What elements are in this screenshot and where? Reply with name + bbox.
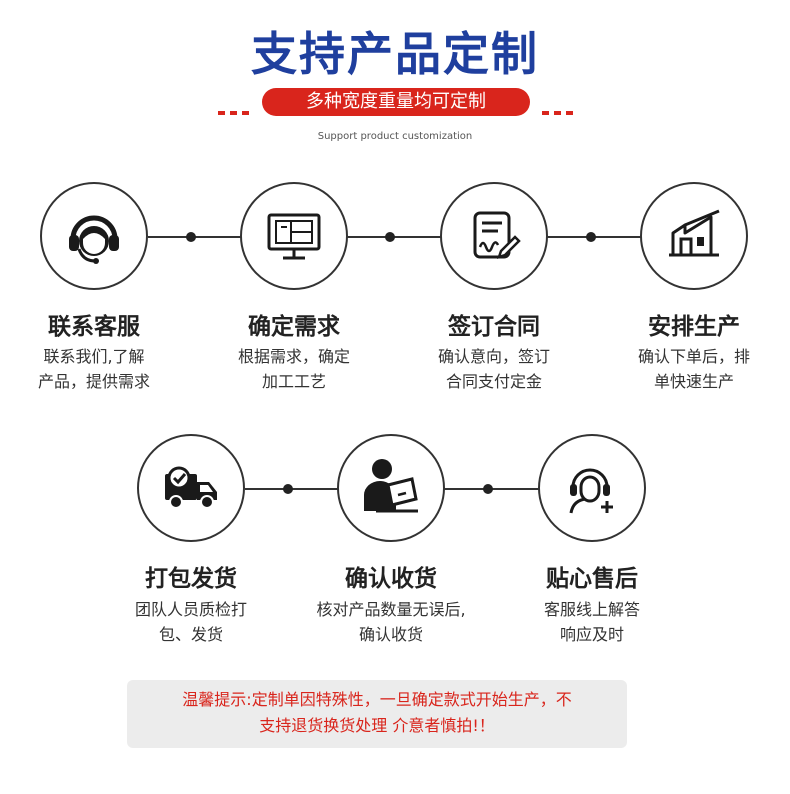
step-4-desc-line2: 单快速生产 (653, 372, 734, 391)
step-4-circle (640, 182, 748, 290)
factory-icon (669, 209, 720, 257)
step-4-title: 安排生产 (648, 314, 740, 340)
step-5-title: 打包发货 (145, 566, 237, 592)
connector-line (148, 236, 643, 238)
page-title: 支持产品定制 (251, 27, 539, 81)
notice-line1: 温馨提示:定制单因特殊性，一旦确定款式开始生产，不 (182, 690, 572, 709)
decor-dashes-left (218, 100, 254, 115)
step-7-desc-line1: 客服线上解答 (543, 600, 640, 619)
step-6-desc-line2: 确认收货 (358, 625, 423, 644)
step-5-desc-line2: 包、发货 (158, 625, 223, 644)
step-2-circle (240, 182, 348, 290)
step-2-desc-line2: 加工工艺 (261, 372, 326, 391)
warm-reminder-notice: 温馨提示:定制单因特殊性，一旦确定款式开始生产，不 支持退货换货处理 介意者慎拍… (127, 680, 627, 748)
contract-sign-icon (473, 211, 521, 259)
connector-dot (283, 484, 293, 494)
step-5-circle (137, 434, 245, 542)
step-7-desc-line2: 响应及时 (559, 625, 624, 644)
connector-dot (186, 232, 196, 242)
step-6-circle (337, 434, 445, 542)
step-3-circle (440, 182, 548, 290)
step-1-desc-line2: 产品，提供需求 (37, 372, 150, 391)
connector-dot (385, 232, 395, 242)
step-7-title: 贴心售后 (546, 566, 638, 592)
step-5-desc-line1: 团队人员质检打 (134, 600, 247, 619)
step-7-circle (538, 434, 646, 542)
monitor-blueprint-icon (267, 213, 321, 260)
step-2-desc-line1: 根据需求，确定 (237, 347, 350, 366)
connector-dot (586, 232, 596, 242)
headset-agent-icon (69, 215, 119, 264)
person-signing-icon (364, 459, 418, 513)
customization-banner: 多种宽度重量均可定制 (262, 88, 530, 116)
connector-dot (483, 484, 493, 494)
step-3-title: 签订合同 (448, 314, 540, 340)
delivery-truck-icon (165, 466, 217, 509)
step-2-title: 确定需求 (248, 314, 340, 340)
step-6-title: 确认收货 (345, 566, 437, 592)
step-1-desc-line1: 联系我们,了解 (43, 347, 145, 366)
step-3-desc-line2: 合同支付定金 (445, 372, 542, 391)
step-1-circle (40, 182, 148, 290)
page-subtitle: Support product customization (317, 131, 473, 142)
decor-dashes-right (542, 100, 578, 115)
step-4-desc-line1: 确认下单后，排 (637, 347, 750, 366)
notice-line2: 支持退货换货处理 介意者慎拍!！ (259, 716, 495, 735)
step-6-desc-line1: 核对产品数量无误后, (316, 600, 466, 619)
support-plus-icon (569, 468, 613, 514)
step-3-desc-line1: 确认意向，签订 (437, 347, 550, 366)
step-1-title: 联系客服 (48, 314, 140, 340)
